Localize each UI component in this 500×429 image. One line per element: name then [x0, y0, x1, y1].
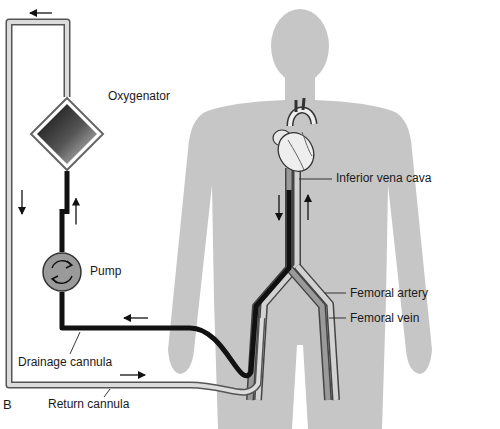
- heart: [271, 98, 320, 178]
- vessel-label: Inferior vena cava: [336, 171, 431, 185]
- cannula-label: Drainage cannula: [18, 355, 112, 369]
- label-anchor: Pump: [90, 264, 121, 278]
- return-tubing: [9, 22, 262, 392]
- node-label: Oxygenator: [108, 89, 170, 103]
- flow-connector: [62, 171, 76, 252]
- label-anchor: B: [3, 397, 12, 413]
- tube-line: [62, 171, 67, 252]
- label-anchor: Drainage cannula: [18, 355, 112, 369]
- blood-vessels: [250, 166, 336, 400]
- drainage-tubing: [62, 190, 289, 376]
- cannula-label: Return cannula: [48, 397, 129, 411]
- flow-arrows: [22, 13, 308, 375]
- pump-circle: Pump: [42, 252, 82, 292]
- oxygenator-diamond: Oxygenator: [30, 97, 104, 171]
- label-anchor: Oxygenator: [108, 89, 170, 103]
- vessel-label: Femoral vein: [350, 311, 419, 325]
- node-label: Pump: [90, 264, 121, 278]
- vessel-label: Femoral artery: [350, 286, 428, 300]
- flow-arrow: [75, 199, 76, 225]
- label-anchor: Femoral artery: [350, 286, 428, 300]
- body-silhouette: [168, 9, 432, 429]
- panel-letter: B: [3, 397, 12, 412]
- label-anchor: Femoral vein: [350, 311, 419, 325]
- pump-circle-outline: [42, 252, 82, 292]
- oxygenator-diamond-outline: [30, 97, 104, 171]
- label-anchor: Inferior vena cava: [336, 171, 431, 185]
- label-anchor: Return cannula: [48, 397, 129, 411]
